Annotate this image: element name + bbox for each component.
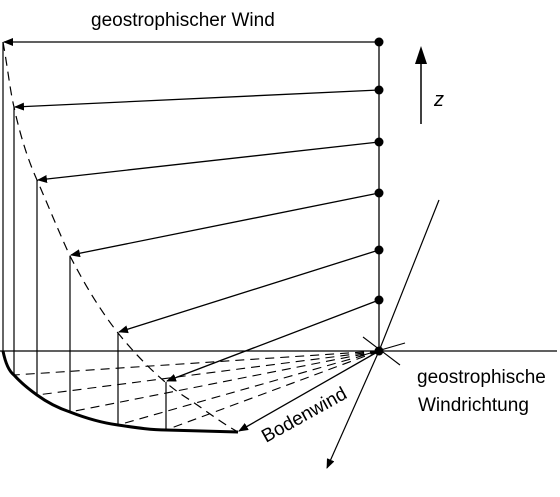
projected-direction xyxy=(13,350,380,376)
wind-vectors xyxy=(3,38,380,432)
wind-vector xyxy=(37,141,380,183)
projection-lines xyxy=(2,42,167,430)
filled-dot-icon xyxy=(374,85,384,95)
wind-vector xyxy=(14,89,380,111)
cross-tick xyxy=(362,336,401,366)
filled-dot-icon xyxy=(374,188,384,198)
up-arrow-icon xyxy=(415,46,427,124)
projected-direction xyxy=(69,350,380,413)
surface-hodograph xyxy=(1,350,239,434)
filled-dot-icon xyxy=(374,37,384,47)
geostrophic-wind-label: geostrophischer Wind xyxy=(91,10,275,31)
projected-direction xyxy=(117,350,380,426)
z-axis-label: z xyxy=(433,89,444,111)
wind-vector xyxy=(118,249,380,334)
geostrophic-direction-line xyxy=(378,199,440,352)
projected-directions xyxy=(13,350,380,431)
ekman-spiral-curve xyxy=(2,41,239,433)
geostrophic-direction-label-line2: Windrichtung xyxy=(418,395,529,416)
level-points xyxy=(374,37,384,356)
wind-vector-surface xyxy=(238,350,380,432)
filled-dot-icon xyxy=(374,295,384,305)
geostrophic-direction-label-line1: geostrophische xyxy=(417,367,546,388)
projected-direction xyxy=(165,350,380,431)
filled-dot-icon xyxy=(374,245,384,255)
projected-direction xyxy=(36,350,380,396)
cross-tick xyxy=(359,342,406,357)
wind-vector xyxy=(166,299,380,382)
wind-vector xyxy=(70,192,380,258)
surface-wind-direction-line xyxy=(326,350,380,469)
filled-dot-icon xyxy=(374,137,384,147)
